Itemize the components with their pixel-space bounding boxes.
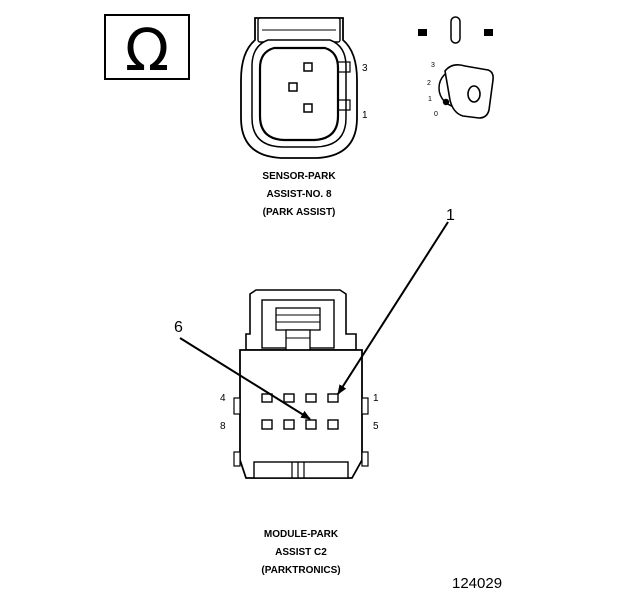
key-hole <box>467 85 481 103</box>
sensor-key-top <box>338 61 351 73</box>
sensor-title-line-2: ASSIST-NO. 8 <box>266 189 331 200</box>
callout-arrow-1 <box>337 221 449 395</box>
sensor-title-line-1: SENSOR-PARK <box>262 171 336 182</box>
module-pin-8 <box>261 419 273 430</box>
module-title-line-2: ASSIST C2 <box>275 547 327 558</box>
sensor-title-line-3: (PARK ASSIST) <box>263 207 336 218</box>
module-pin-6 <box>305 419 317 430</box>
ignition-pos-2: 2 <box>427 80 431 87</box>
module-pin-4 <box>261 393 273 403</box>
module-side-rib-right-2 <box>361 451 369 467</box>
module-pin-1 <box>327 393 339 403</box>
key-position-indicator <box>442 98 450 106</box>
module-pin-2 <box>305 393 317 403</box>
sensor-pin-3 <box>303 62 313 72</box>
sensor-pin-2 <box>288 82 298 92</box>
module-pin-label-5: 5 <box>373 421 379 432</box>
module-side-rib-left <box>233 397 241 415</box>
ignition-off-icon <box>418 16 494 119</box>
module-bottom-lock <box>253 461 349 479</box>
ohmmeter-symbol: Ω <box>104 14 190 84</box>
ohmmeter-frame <box>104 14 190 80</box>
module-pin-3 <box>283 393 295 403</box>
module-latch-tab <box>275 307 321 331</box>
ignition-pos-1: 1 <box>428 96 432 103</box>
sensor-pin-label-1: 1 <box>362 110 368 121</box>
module-pin-label-8: 8 <box>220 421 226 432</box>
callout-arrow-6 <box>179 337 311 420</box>
battery-terminal-right <box>484 29 493 36</box>
module-title-line-3: (PARKTRONICS) <box>261 565 340 576</box>
sensor-pin-label-3: 3 <box>362 63 368 74</box>
module-pin-label-1: 1 <box>373 393 379 404</box>
module-pin-5 <box>327 419 339 430</box>
module-side-rib-right <box>361 397 369 415</box>
module-title-line-1: MODULE-PARK <box>264 529 339 540</box>
callout-label-1: 1 <box>446 207 455 224</box>
ignition-pos-3: 3 <box>431 62 435 69</box>
sensor-connector <box>240 17 358 159</box>
figure-id: 124029 <box>452 575 502 592</box>
module-pin-label-4: 4 <box>220 393 226 404</box>
module-side-rib-left-2 <box>233 451 241 467</box>
ignition-pos-0: 0 <box>434 111 438 118</box>
sensor-key-bottom <box>338 99 351 111</box>
module-connector <box>233 289 369 479</box>
callout-label-6: 6 <box>174 319 183 336</box>
sensor-cavity <box>258 46 340 142</box>
omega-icon: Ω <box>125 16 169 84</box>
sensor-pin-1 <box>303 103 313 113</box>
disconnect-link <box>450 16 461 44</box>
module-pin-7 <box>283 419 295 430</box>
battery-terminal-left <box>418 29 427 36</box>
